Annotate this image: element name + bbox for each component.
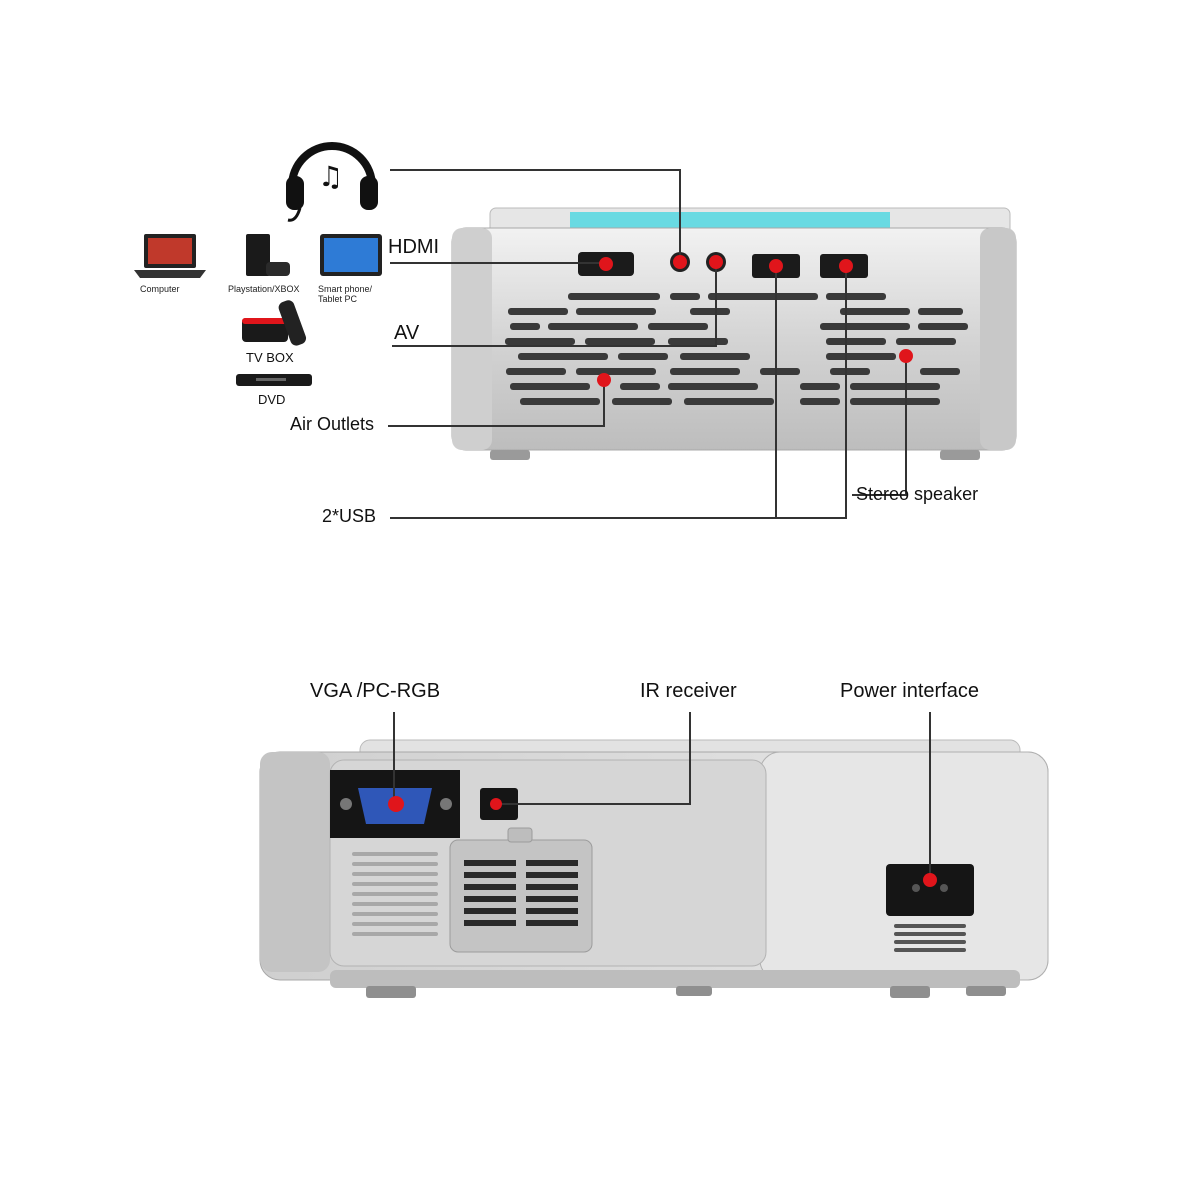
hdmi-label: HDMI	[388, 236, 439, 259]
vga-label: VGA /PC-RGB	[310, 680, 440, 703]
smartphone-label: Smart phone/ Tablet PC	[318, 284, 388, 304]
dvd-player-icon	[236, 374, 312, 386]
laptop-icon	[134, 234, 206, 278]
headphones-icon: ♫	[286, 146, 378, 220]
ps-box-label: Playstation/XBOX	[228, 284, 300, 294]
dvd-label: DVD	[258, 392, 285, 407]
tv-box-icon	[242, 299, 308, 348]
tv-box-label: TV BOX	[246, 350, 294, 365]
usb-label: 2*USB	[322, 506, 376, 527]
av-label: AV	[394, 322, 419, 345]
tablet-icon	[320, 234, 382, 276]
projector-rear-view	[452, 208, 1016, 460]
air-outlets-label: Air Outlets	[290, 414, 374, 435]
power-interface-label: Power interface	[840, 680, 979, 703]
computer-label: Computer	[140, 284, 180, 294]
game-console-icon	[246, 234, 290, 276]
ir-receiver-label: IR receiver	[640, 680, 737, 703]
stereo-speaker-label: Stereo speaker	[856, 484, 978, 505]
svg-text:♫: ♫	[318, 160, 343, 193]
